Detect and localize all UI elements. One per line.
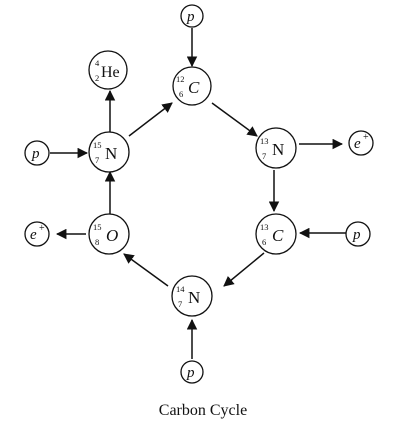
n15-atomic: 7: [95, 155, 99, 165]
n15-symbol: N: [105, 144, 117, 163]
n14-atomic: 7: [178, 299, 182, 309]
positron-right-label: e: [354, 136, 361, 152]
o15-mass: 15: [93, 222, 102, 232]
arrow-c12-to-n13: [211, 102, 258, 137]
proton-left-label: p: [31, 146, 40, 162]
particles: [24, 4, 374, 384]
positron-left-circle: [24, 221, 50, 247]
n15-circle: [88, 131, 130, 173]
he4-circle: [88, 50, 128, 90]
he4-symbol: He: [101, 64, 120, 81]
c13-symbol: C: [272, 226, 284, 245]
c13-mass: 13: [260, 222, 269, 232]
n15-label: 15 7 N: [93, 140, 117, 165]
particle-labels: p p p p e + e +: [30, 9, 369, 381]
o15-symbol: O: [106, 226, 118, 245]
proton-right-label: p: [352, 227, 361, 243]
positron-left-charge: +: [39, 223, 45, 234]
n13-circle: [255, 127, 297, 169]
c12-circle: [172, 66, 212, 106]
positron-right-charge: +: [363, 132, 369, 143]
proton-bottom-circle: [180, 360, 204, 384]
n14-circle: [171, 275, 213, 317]
proton-top-label: p: [186, 9, 195, 25]
n13-atomic: 7: [262, 151, 266, 161]
proton-right-circle: [345, 221, 371, 247]
c12-atomic: 6: [179, 89, 183, 99]
positron-left-label: e: [30, 227, 37, 243]
n14-mass: 14: [176, 284, 185, 294]
positron-right-circle: [348, 130, 374, 156]
he4-atomic: 2: [95, 73, 99, 83]
n13-label: 13 7 N: [260, 136, 284, 161]
n14-label: 14 7 N: [176, 284, 200, 309]
arrow-n14-to-o15: [123, 253, 169, 287]
nuclei: [88, 50, 297, 317]
n13-symbol: N: [272, 140, 284, 159]
c12-mass: 12: [176, 74, 185, 84]
o15-circle: [88, 213, 130, 255]
c12-label: 12 6 C: [176, 74, 200, 99]
he4-label: 4 2 He: [95, 58, 120, 83]
o15-label: 15 8 O: [93, 222, 118, 247]
proton-left-circle: [24, 140, 50, 166]
cycle-arrows: [50, 28, 346, 359]
arrow-c13-to-n14: [223, 252, 265, 287]
proton-top-circle: [180, 4, 204, 28]
c13-circle: [255, 213, 297, 255]
c13-label: 13 6 C: [260, 222, 284, 247]
he4-mass: 4: [95, 58, 100, 68]
c13-atomic: 6: [262, 237, 266, 247]
arrow-n15-to-c12: [128, 102, 173, 137]
n13-mass: 13: [260, 136, 269, 146]
o15-atomic: 8: [95, 237, 99, 247]
diagram-caption: Carbon Cycle: [158, 402, 248, 419]
n14-symbol: N: [188, 288, 200, 307]
c12-symbol: C: [188, 78, 200, 97]
n15-mass: 15: [93, 140, 102, 150]
proton-bottom-label: p: [186, 365, 195, 381]
